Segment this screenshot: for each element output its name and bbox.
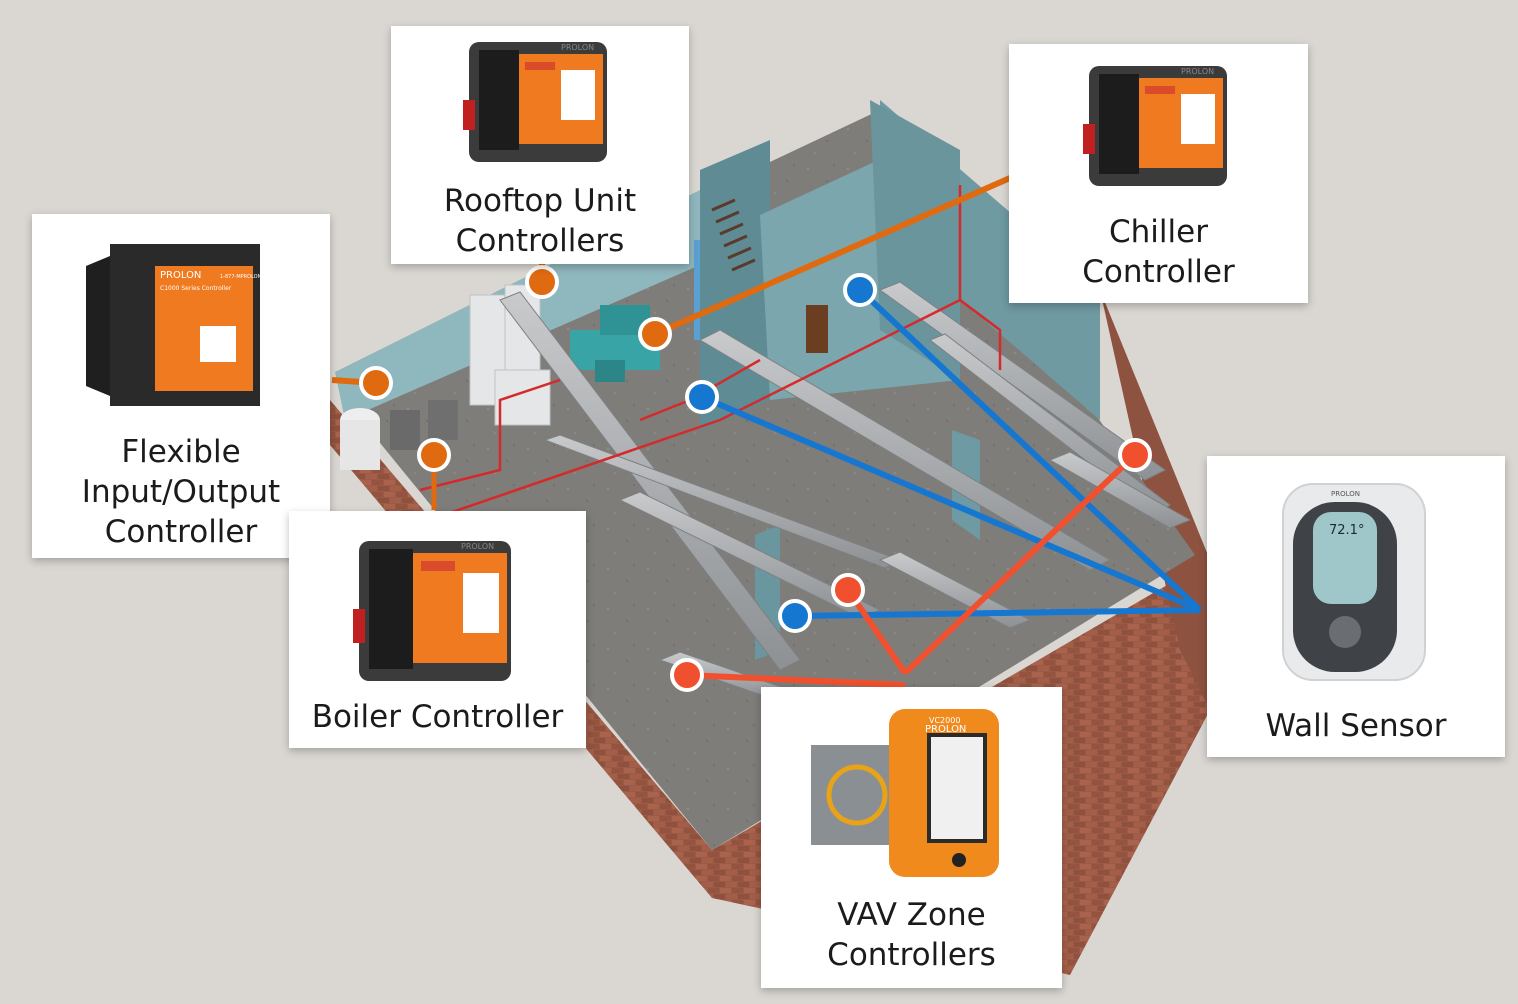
- svg-text:PROLON: PROLON: [925, 724, 966, 735]
- link-sensor-a: [857, 287, 1203, 613]
- chiller-controller-image: PROLON: [1083, 66, 1227, 186]
- dot-vav-b[interactable]: [831, 573, 865, 607]
- svg-text:C1000 Series Controller: C1000 Series Controller: [160, 285, 232, 292]
- dot-chiller[interactable]: [638, 317, 672, 351]
- vav-controller-image: VC2000 PROLON: [811, 709, 999, 877]
- flexible-controller-image: PROLON 1-877-MPROLON C1000 Series Contro…: [86, 244, 262, 406]
- link-vav-a: [902, 452, 1138, 676]
- chiller-label: Chiller Controller: [1082, 214, 1235, 290]
- stairs: [711, 198, 756, 272]
- wall-sensor-image: 72.1° PROLON: [1282, 483, 1426, 681]
- card-chiller-controller[interactable]: PROLON Chiller Controller: [1009, 44, 1308, 303]
- rooftop-controller-image: PROLON: [463, 42, 607, 162]
- dot-boiler[interactable]: [417, 438, 451, 472]
- power-wiring: [399, 185, 1002, 532]
- link-vav-c: [686, 672, 906, 688]
- rooftop-label: Rooftop Unit Controllers: [443, 183, 637, 259]
- svg-text:PROLON: PROLON: [561, 43, 594, 52]
- card-rooftop-unit-controllers[interactable]: PROLON Rooftop Unit Controllers: [391, 26, 689, 264]
- dot-vav-c[interactable]: [670, 658, 704, 692]
- card-boiler-controller[interactable]: PROLON Boiler Controller: [289, 511, 586, 748]
- boiler-label: Boiler Controller: [311, 699, 564, 735]
- card-wall-sensor[interactable]: 72.1° PROLON Wall Sensor: [1207, 456, 1505, 757]
- boiler-controller-image: PROLON: [353, 541, 511, 681]
- svg-text:PROLON: PROLON: [461, 542, 494, 551]
- card-flexible-io-controller[interactable]: PROLON 1-877-MPROLON C1000 Series Contro…: [32, 214, 330, 558]
- dot-sensor-c[interactable]: [778, 599, 812, 633]
- office-door: [806, 305, 828, 353]
- dot-rooftop[interactable]: [525, 265, 559, 299]
- dot-sensor-a[interactable]: [843, 273, 877, 307]
- svg-text:72.1°: 72.1°: [1329, 523, 1364, 538]
- card-vav-zone-controllers[interactable]: VC2000 PROLON VAV Zone Controllers: [761, 687, 1062, 988]
- link-sensor-b: [700, 394, 1202, 613]
- connection-dots: [359, 265, 1152, 692]
- dot-flexible[interactable]: [359, 366, 393, 400]
- wall-sensor-label: Wall Sensor: [1265, 708, 1447, 744]
- boiler-equipment: [340, 400, 458, 470]
- flexible-label: Flexible Input/Output Controller: [81, 434, 281, 550]
- dot-sensor-b[interactable]: [685, 380, 719, 414]
- svg-text:PROLON: PROLON: [1331, 490, 1360, 498]
- ductwork: [499, 281, 1192, 699]
- vav-label: VAV Zone Controllers: [827, 897, 996, 973]
- link-chiller: [653, 175, 1012, 337]
- dot-vav-a[interactable]: [1118, 438, 1152, 472]
- svg-text:PROLON: PROLON: [160, 270, 201, 281]
- svg-text:1-877-MPROLON: 1-877-MPROLON: [220, 274, 262, 280]
- svg-text:VC2000: VC2000: [929, 716, 960, 725]
- svg-text:PROLON: PROLON: [1181, 67, 1214, 76]
- connection-lines: [331, 175, 1203, 688]
